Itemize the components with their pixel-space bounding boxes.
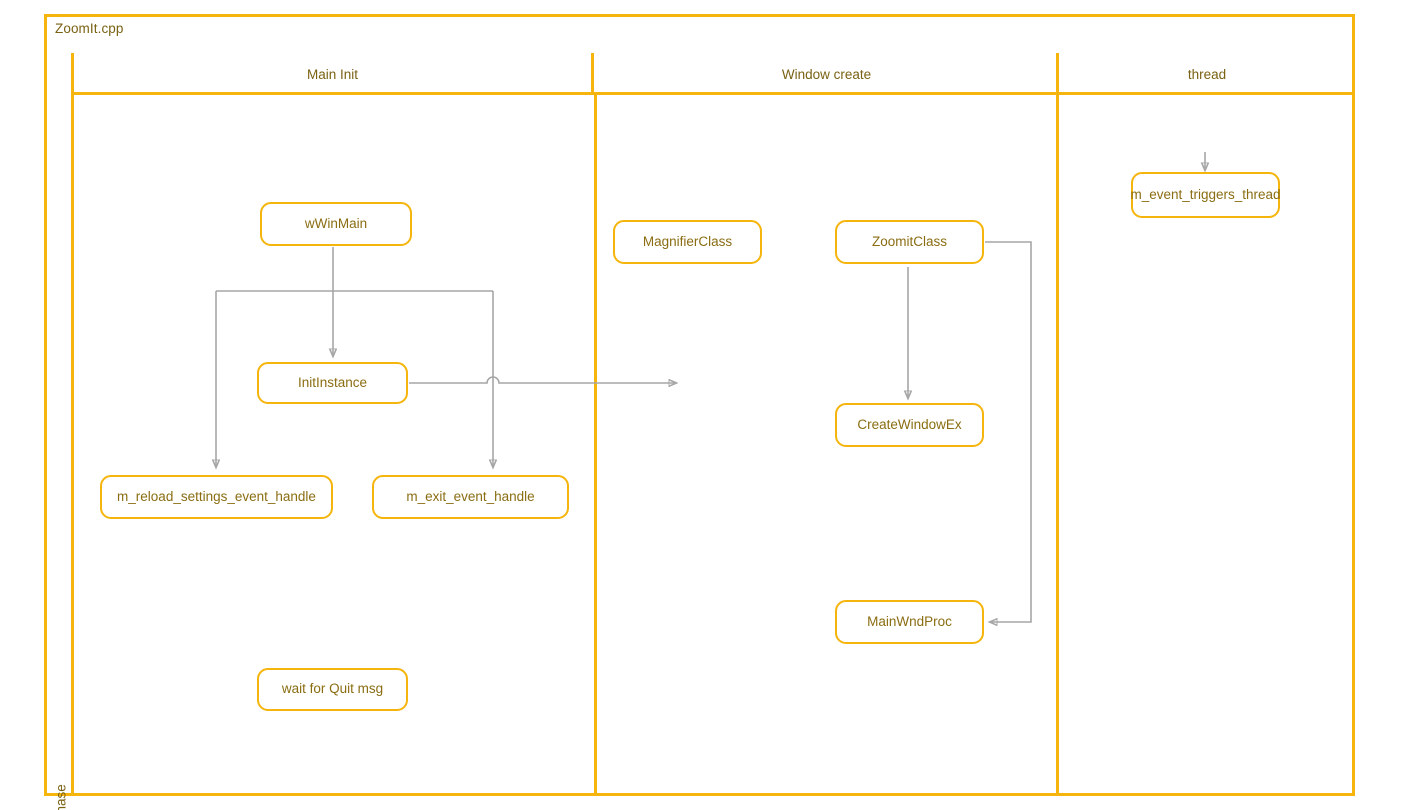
lane-header-main-init: Main Init	[74, 53, 594, 95]
node-wait-for-quit-msg[interactable]: wait for Quit msg	[257, 668, 408, 711]
node-createwindowex[interactable]: CreateWindowEx	[835, 403, 984, 447]
node-mainwndproc[interactable]: MainWndProc	[835, 600, 984, 644]
node-m-exit-event-handle[interactable]: m_exit_event_handle	[372, 475, 569, 519]
node-zoomitclass[interactable]: ZoomitClass	[835, 220, 984, 264]
node-wwinmain[interactable]: wWinMain	[260, 202, 412, 246]
phase-band: Phase	[44, 53, 74, 810]
node-m-event-triggers-thread[interactable]: m_event_triggers_thread	[1130, 172, 1281, 218]
lane-header-thread: thread	[1187, 66, 1227, 82]
phase-label: Phase	[53, 784, 69, 810]
lane-header-row: Main Init Window create thread	[74, 53, 1352, 95]
lane-separator-1	[594, 95, 597, 793]
pool-frame	[44, 14, 1355, 796]
node-magnifierclass[interactable]: MagnifierClass	[613, 220, 762, 264]
pool-title: ZoomIt.cpp	[55, 21, 124, 36]
lane-header-window-create: Window create	[597, 53, 1059, 95]
lane-separator-2	[1056, 95, 1059, 793]
node-initinstance[interactable]: InitInstance	[257, 362, 408, 404]
node-m-reload-settings-event-handle[interactable]: m_reload_settings_event_handle	[100, 475, 333, 519]
